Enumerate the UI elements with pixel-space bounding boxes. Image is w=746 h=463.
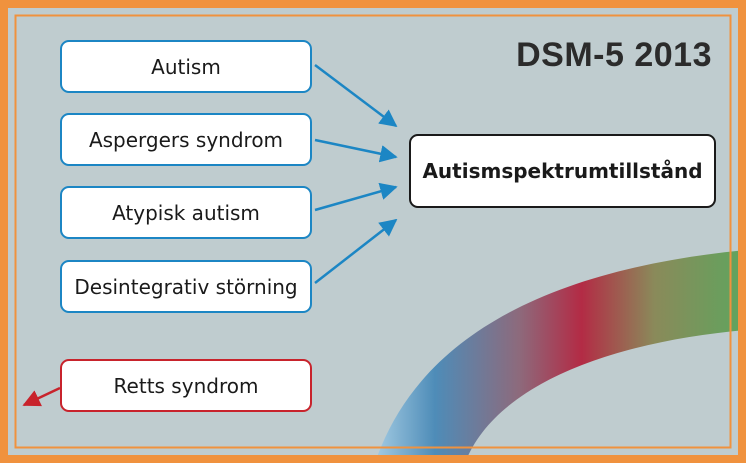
inner-frame-line <box>14 14 732 449</box>
source-box-aspergers: Aspergers syndrom <box>60 113 312 166</box>
arrow-autism-to-target <box>314 64 398 128</box>
excluded-box-label: Retts syndrom <box>113 373 259 398</box>
arrow-desintegrativ-to-target <box>314 218 398 284</box>
source-box-label: Aspergers syndrom <box>88 127 284 152</box>
arrow-atypisk-to-target <box>314 182 398 212</box>
source-box-label: Atypisk autism <box>112 200 260 225</box>
source-box-desintegrativ: Desintegrativ störning <box>60 260 312 313</box>
diagram-title: DSM-5 2013 <box>516 36 712 74</box>
source-box-autism: Autism <box>60 40 312 93</box>
target-box-label: Autismspektrumtillstånd <box>422 159 703 183</box>
rainbow-arc-decoration <box>375 250 746 463</box>
source-box-atypisk: Atypisk autism <box>60 186 312 239</box>
target-box-autismspektrum: Autismspektrumtillstånd <box>409 134 716 208</box>
excluded-box-retts: Retts syndrom <box>60 359 312 412</box>
arrow-retts-excluded <box>22 386 61 407</box>
source-box-label: Desintegrativ störning <box>74 274 298 299</box>
source-box-label: Autism <box>151 54 221 79</box>
arrow-aspergers-to-target <box>314 138 398 163</box>
